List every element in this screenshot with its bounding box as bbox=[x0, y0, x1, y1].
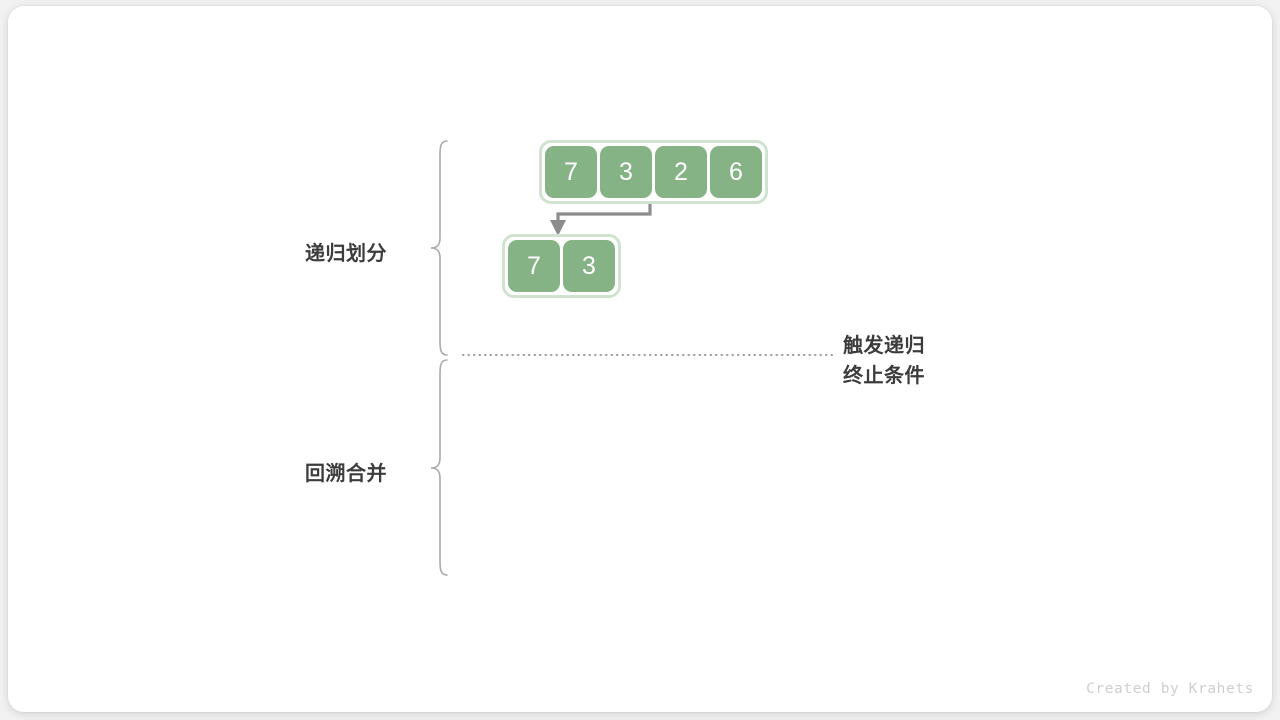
array-cell: 6 bbox=[710, 146, 762, 198]
array-cell: 3 bbox=[563, 240, 615, 292]
array-cell: 7 bbox=[508, 240, 560, 292]
array-cell: 3 bbox=[600, 146, 652, 198]
termination-note-line-2: 终止条件 bbox=[843, 363, 925, 387]
termination-note: 触发递归 终止条件 bbox=[843, 330, 925, 390]
section-label-recursive-partition: 递归划分 bbox=[305, 241, 387, 265]
diagram-card bbox=[8, 6, 1272, 712]
array-cell: 2 bbox=[655, 146, 707, 198]
section-label-backtrack-merge: 回溯合并 bbox=[305, 461, 387, 485]
termination-note-line-1: 触发递归 bbox=[843, 333, 925, 357]
array-cell: 7 bbox=[545, 146, 597, 198]
watermark: Created by Krahets bbox=[1086, 681, 1254, 697]
